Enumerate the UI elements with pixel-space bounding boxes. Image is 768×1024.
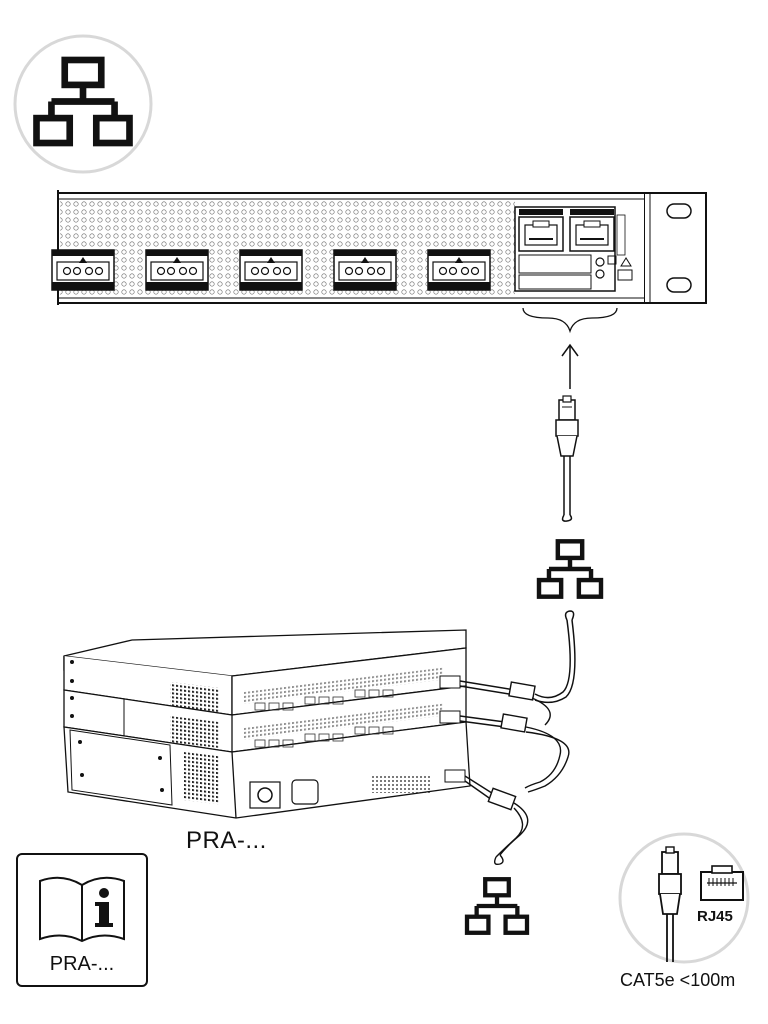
cable-spec-badge — [618, 832, 750, 964]
daisy-chain-cables — [459, 680, 570, 866]
manual-info-icon — [39, 876, 125, 943]
rj45-socket-icon — [700, 865, 744, 901]
amplifier-stack — [63, 629, 471, 819]
network-icon — [539, 541, 601, 596]
network-cable — [534, 610, 576, 704]
network-icon — [467, 879, 527, 933]
port-bracket — [522, 307, 618, 389]
amplifier-model-label: PRA-... — [186, 827, 267, 854]
connector-label: RJ45 — [697, 908, 733, 925]
network-badge — [13, 34, 153, 174]
cable-spec-label: CAT5e <100m — [620, 970, 736, 990]
rj45-plug — [555, 395, 579, 522]
manual-reference: PRA-... — [16, 853, 148, 987]
network-switch-panel — [51, 190, 707, 305]
rj45-plug-icon — [658, 846, 682, 962]
manual-model-label: PRA-... — [49, 953, 115, 975]
